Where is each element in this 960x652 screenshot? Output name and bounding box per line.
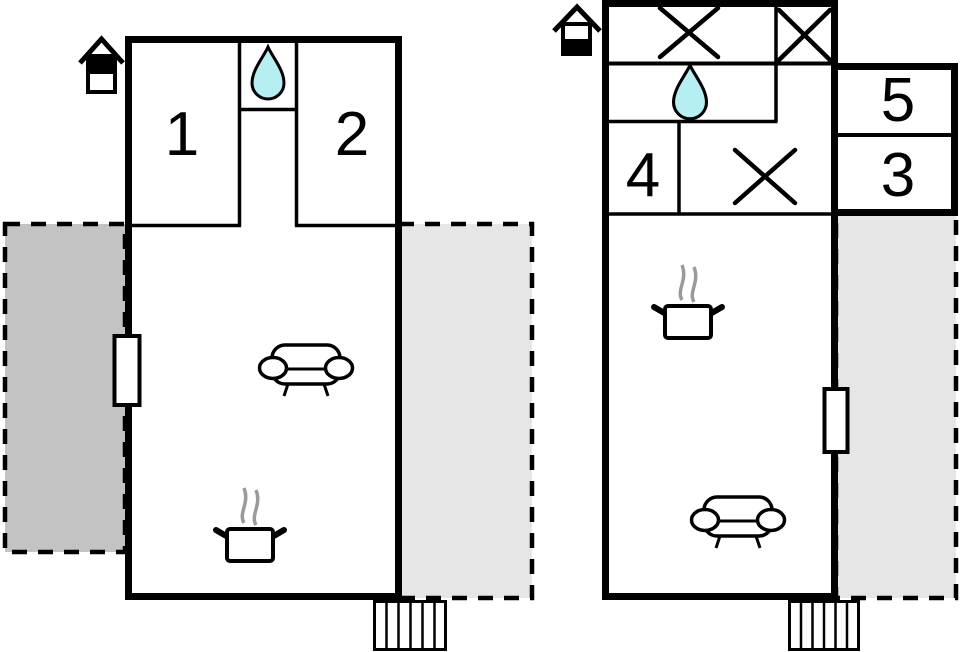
terrace-light-right-unit (833, 207, 959, 601)
sofa-armrest-right (755, 507, 787, 533)
sofa-armrest-right (323, 355, 355, 381)
steam-line-left (678, 264, 686, 301)
entrance-house-roof (552, 3, 602, 33)
interior-walls-right-unit (609, 7, 951, 216)
stairs-treads (799, 601, 849, 650)
right-unit: 4 5 3 (552, 0, 958, 651)
steaming-pot-icon (213, 487, 287, 563)
sofa-leg-right (754, 535, 762, 549)
sofa-leg-right (322, 383, 330, 397)
door-opening-left-unit (112, 334, 142, 407)
entrance-house-roof (78, 35, 125, 65)
water-drop-icon (250, 43, 286, 101)
terrace-dark-left-unit (2, 221, 128, 555)
sofa-icon (689, 495, 787, 549)
steam-line-left (240, 487, 248, 524)
x-cross-icon-middle (732, 147, 798, 206)
interior-walls-left-unit (132, 43, 398, 228)
left-unit: 1 2 (78, 35, 447, 651)
stairs-icon-right-unit (788, 600, 860, 651)
entrance-house-fill (88, 56, 115, 74)
terraces (2, 207, 959, 601)
stairs-icon-left-unit (373, 600, 447, 651)
water-drop-icon (671, 61, 709, 121)
room-label-3: 3 (881, 141, 915, 210)
entrance-icon (552, 3, 602, 56)
outer-wall-left-unit (125, 36, 402, 600)
x-cross-icon-top-right (776, 7, 833, 63)
water-drop-shape (250, 43, 286, 101)
annex-wall-rooms-5-3 (831, 63, 958, 216)
pot-body (225, 527, 275, 563)
entrance-icon (78, 35, 125, 94)
stairs-treads (385, 601, 436, 650)
sofa-armrest-left (689, 507, 721, 533)
pot-body (663, 304, 713, 340)
steam-line-right (690, 266, 698, 303)
room-label-5: 5 (881, 66, 915, 135)
steam-line-right (252, 489, 260, 526)
x-cross-icons (657, 5, 833, 206)
door-opening-right-unit (822, 387, 850, 454)
sofa-leg-left (714, 535, 722, 549)
room-label-2: 2 (335, 100, 369, 169)
sofa-armrest-left (257, 355, 289, 381)
entrance-house-fill (563, 39, 590, 54)
room-label-1: 1 (165, 100, 199, 169)
sofa-leg-left (282, 383, 290, 397)
room-label-4: 4 (626, 141, 660, 210)
x-cross-icon-top-left (657, 5, 721, 60)
steaming-pot-icon (651, 264, 725, 340)
terrace-light-left-unit (396, 221, 535, 601)
sofa-icon (257, 343, 355, 397)
water-drop-shape (671, 61, 709, 121)
